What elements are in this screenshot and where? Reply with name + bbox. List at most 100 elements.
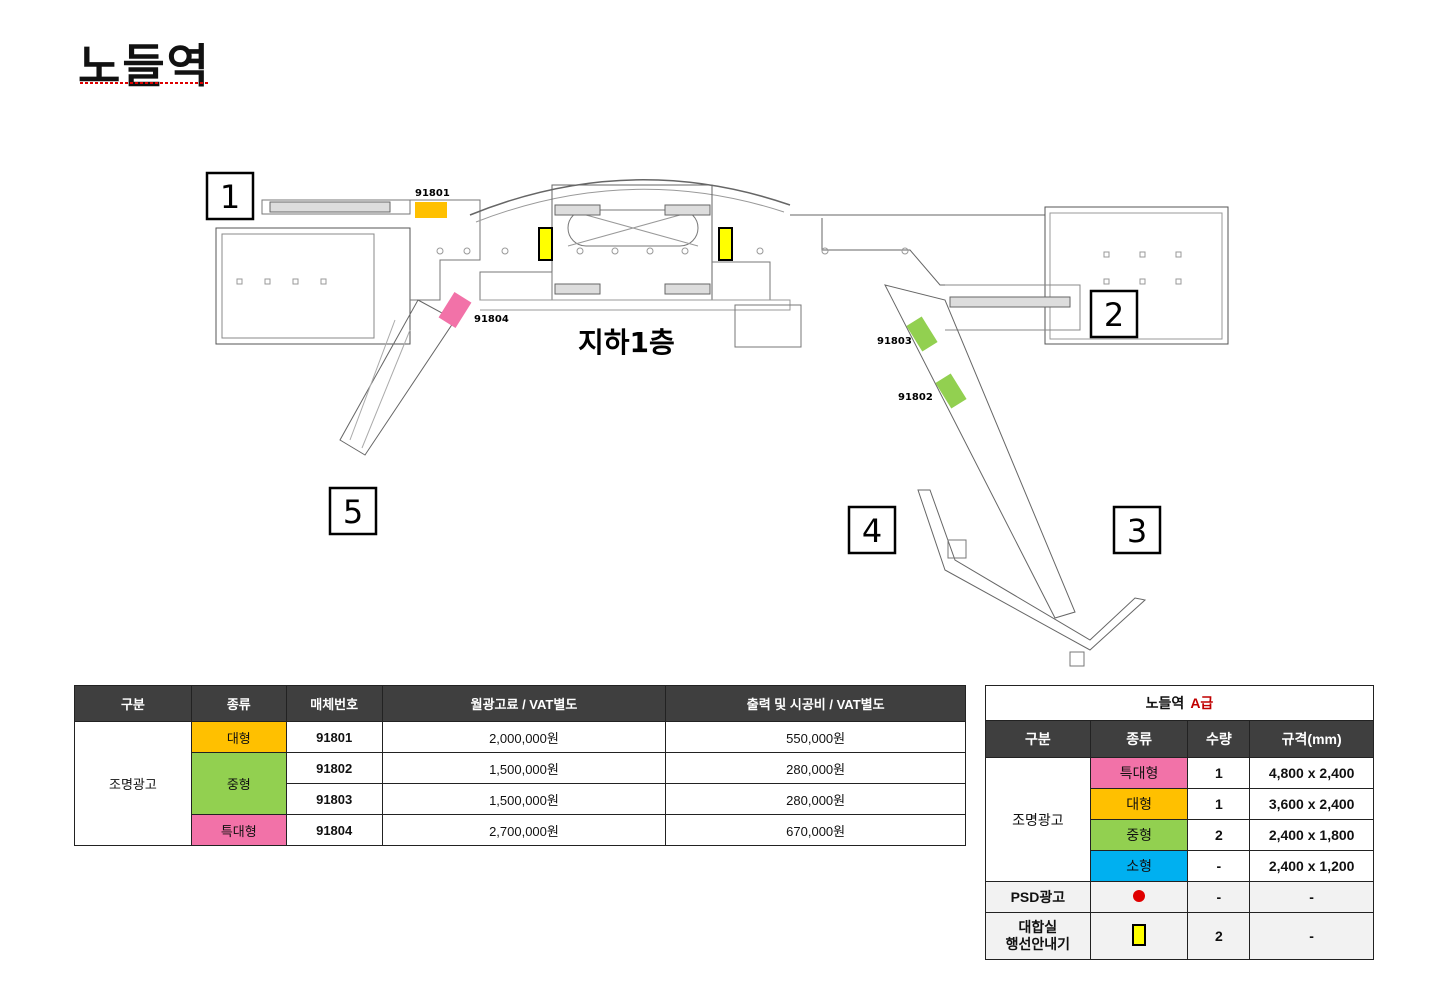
ad-marker-91804[interactable] [438, 291, 472, 329]
col-header: 구분 [985, 720, 1091, 758]
exit2-corridor [945, 284, 1081, 331]
col-header: 종류 [190, 685, 287, 722]
id-cell: 91803 [285, 783, 383, 815]
exit1-corridor [261, 199, 411, 215]
col-header: 매체번호 [285, 685, 383, 722]
guide-board-left[interactable] [538, 227, 553, 261]
diagonal-passage [884, 284, 1076, 619]
svg-text:3: 3 [1127, 512, 1147, 550]
type-cell: 소형 [1089, 850, 1189, 882]
monthly-cell: 1,500,000원 [381, 752, 667, 784]
id-cell: 91804 [285, 814, 383, 846]
guide-board-right[interactable] [718, 227, 733, 261]
svg-text:4: 4 [862, 512, 882, 550]
monthly-cell: 2,700,000원 [381, 814, 667, 846]
dome-arc-inner [475, 188, 785, 223]
concourse-oval [567, 209, 699, 247]
svg-text:2: 2 [1104, 296, 1124, 334]
ad-id-91801: 91801 [415, 188, 450, 199]
ad-marker-91803[interactable] [906, 316, 938, 352]
qty-cell: - [1187, 850, 1251, 882]
table-row: 대형 1 3,600 x 2,400 [986, 788, 1374, 820]
right-hall-inner [1049, 212, 1223, 340]
svg-text:1: 1 [220, 178, 240, 216]
ad-id-91803: 91803 [877, 336, 912, 347]
col-header: 출력 및 시공비 / VAT별도 [665, 685, 966, 722]
col-header: 규격(mm) [1249, 720, 1374, 758]
yellow-board-icon [1132, 923, 1147, 946]
col-header: 종류 [1089, 720, 1189, 758]
qty-cell: 1 [1187, 757, 1251, 789]
spec-table: 노들역 A급 구분 종류 수량 규격(mm) 조명광고 특대형 1 4,800 x… [985, 685, 1374, 960]
category-cell: 조명광고 [74, 721, 192, 846]
psd-label: PSD광고 [985, 881, 1091, 913]
ad-id-91804: 91804 [474, 314, 509, 325]
type-cell: 중형 [1089, 819, 1189, 851]
svg-text:5: 5 [343, 493, 363, 531]
qty-cell: - [1187, 881, 1251, 913]
spec-cell: 2,400 x 1,200 [1249, 850, 1374, 882]
table-header-row: 구분 종류 수량 규격(mm) [985, 720, 1374, 758]
col-header: 구분 [74, 685, 192, 722]
spellcheck-underline [80, 82, 210, 84]
table-row: 조명광고 특대형 1 4,800 x 2,400 [985, 757, 1374, 882]
exit-tunnel [917, 489, 1147, 651]
spec-cell: 2,400 x 1,800 [1249, 819, 1374, 851]
exit-label-1: 1 [205, 171, 255, 221]
type-cell: 대형 [1089, 788, 1189, 820]
monthly-cell: 2,000,000원 [381, 721, 667, 753]
ad-marker-91802[interactable] [935, 373, 967, 409]
exit-label-5: 5 [328, 486, 378, 536]
table-row: 조명광고 대형 91801 2,000,000원 550,000원 [74, 721, 966, 846]
left-hall-inner [221, 233, 375, 339]
table-header-row: 구분 종류 매체번호 월광고료 / VAT별도 출력 및 시공비 / VAT별도 [74, 685, 966, 722]
red-dot-icon [1133, 890, 1146, 902]
guide-marker-cell [1089, 912, 1189, 960]
qty-cell: 2 [1187, 912, 1251, 960]
spec-cell: - [1249, 881, 1374, 913]
table-row: 중형 91802 1,500,000원 280,000원 [75, 752, 966, 815]
right-hall-outline [1044, 206, 1229, 345]
exit5-escalator [339, 299, 456, 456]
floor-plan: 1 2 3 4 5 지하1층 91801 91804 91803 91802 [205, 171, 1229, 667]
qty-cell: 2 [1187, 819, 1251, 851]
install-cell: 670,000원 [665, 814, 966, 846]
table-row: 91803 1,500,000원 280,000원 [75, 783, 966, 815]
monthly-cell: 1,500,000원 [381, 783, 667, 815]
grade-label: A급 [1190, 695, 1214, 711]
install-cell: 280,000원 [665, 752, 966, 784]
type-cell: 특대형 [190, 814, 287, 846]
station-name: 노들역 [1145, 695, 1185, 711]
col-header: 월광고료 / VAT별도 [381, 685, 667, 722]
exit-label-3: 3 [1112, 505, 1162, 555]
category-cell: 조명광고 [985, 757, 1091, 882]
small-room [734, 304, 802, 348]
corridor-left [410, 199, 481, 301]
left-hall-outline [215, 227, 411, 345]
spec-cell: - [1249, 912, 1374, 960]
dome-arc [469, 179, 791, 216]
floor-label: 지하1층 [578, 326, 675, 359]
col-header: 수량 [1187, 720, 1251, 758]
table-row: 소형 - 2,400 x 1,200 [986, 850, 1374, 882]
id-cell: 91802 [285, 752, 383, 784]
spec-caption: 노들역 A급 [985, 685, 1374, 721]
spec-caption-row: 노들역 A급 [985, 685, 1374, 721]
spec-cell: 4,800 x 2,400 [1249, 757, 1374, 789]
install-cell: 280,000원 [665, 783, 966, 815]
ad-marker-91801[interactable] [415, 202, 447, 218]
qty-cell: 1 [1187, 788, 1251, 820]
exit-label-4: 4 [847, 505, 897, 555]
psd-marker-cell [1089, 881, 1189, 913]
type-cell: 대형 [190, 721, 287, 753]
page-title: 노들역 [78, 39, 211, 93]
exit-label-2: 2 [1089, 289, 1139, 339]
install-cell: 550,000원 [665, 721, 966, 753]
table-row-psd: PSD광고 - - [985, 881, 1374, 913]
ad-price-table: 구분 종류 매체번호 월광고료 / VAT별도 출력 및 시공비 / VAT별도… [74, 685, 966, 846]
type-cell: 특대형 [1089, 757, 1189, 789]
id-cell: 91801 [285, 721, 383, 753]
ad-id-91802: 91802 [898, 392, 933, 403]
